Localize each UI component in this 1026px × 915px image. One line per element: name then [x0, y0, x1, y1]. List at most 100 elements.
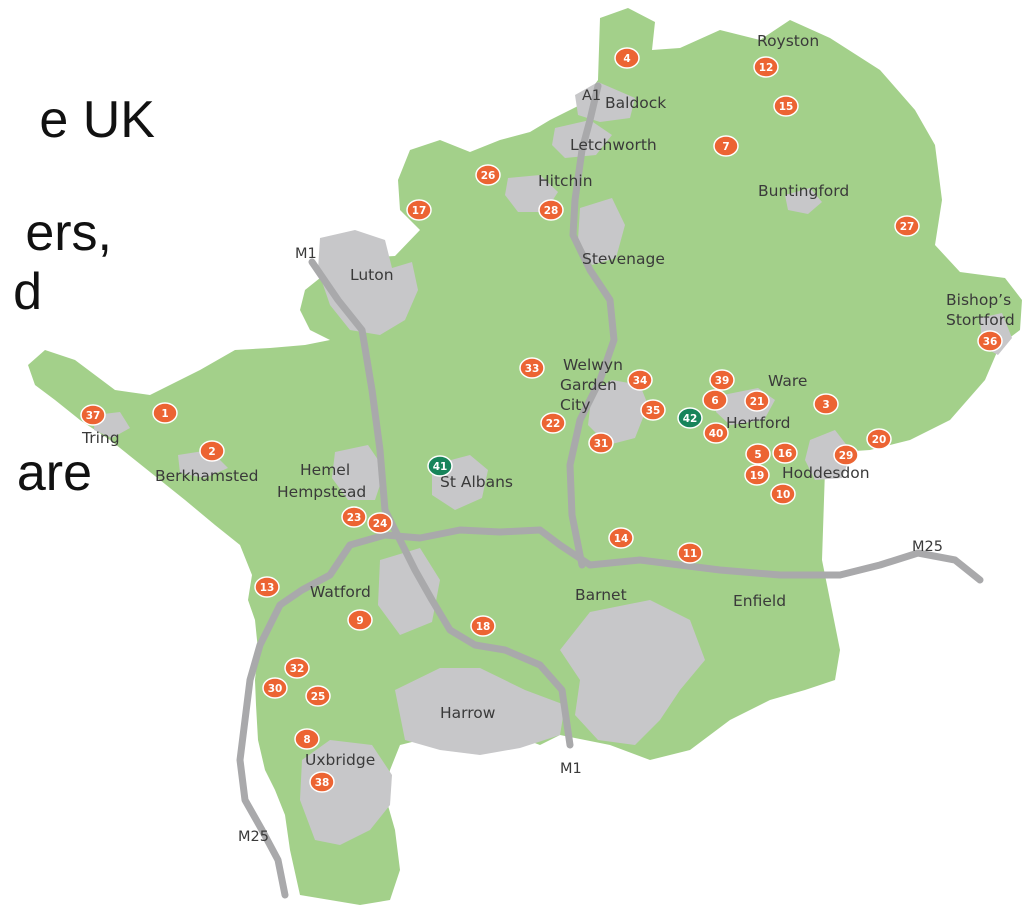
site-marker-number: 34: [633, 375, 648, 387]
road-label-m1-south: M1: [560, 761, 582, 777]
hemel-urban: [332, 445, 385, 500]
site-marker-number: 11: [683, 548, 698, 560]
site-marker-number: 20: [872, 434, 887, 446]
road-m1: [308, 258, 574, 749]
town-city: City: [560, 396, 590, 414]
road-m25: [236, 526, 984, 899]
town-enfield: Enfield: [733, 592, 786, 610]
site-marker-number: 1: [161, 408, 168, 420]
site-marker-dot: [866, 428, 892, 450]
site-marker-number: 35: [646, 405, 661, 417]
site-marker-dot: [608, 527, 634, 549]
site-marker-number: 8: [303, 734, 310, 746]
site-marker-dot: [713, 135, 739, 157]
site-marker-dot: [470, 615, 496, 637]
site-marker-dot: [614, 47, 640, 69]
site-marker-3: 3: [813, 393, 839, 415]
site-marker-number: 10: [776, 489, 791, 501]
site-marker-number: 38: [315, 777, 330, 789]
site-marker-number: 14: [614, 533, 629, 545]
town-hemel: Hemel: [300, 461, 350, 479]
site-marker-28: 28: [538, 199, 564, 221]
site-marker-18: 18: [470, 615, 496, 637]
site-marker-number: 22: [546, 418, 561, 430]
site-marker-number: 27: [900, 221, 915, 233]
site-marker-number: 19: [750, 470, 765, 482]
site-marker-13: 13: [254, 576, 280, 598]
site-marker-17: 17: [406, 199, 432, 221]
site-marker-24: 24: [367, 512, 393, 534]
site-marker-20: 20: [866, 428, 892, 450]
site-marker-number: 7: [722, 141, 729, 153]
site-marker-number: 40: [709, 428, 724, 440]
site-marker-27: 27: [894, 215, 920, 237]
site-marker-31: 31: [588, 432, 614, 454]
site-marker-number: 5: [754, 449, 761, 461]
site-marker-dot: [284, 657, 310, 679]
site-marker-5: 5: [745, 443, 771, 465]
road-label-m25-west: M25: [238, 829, 269, 845]
town-st-albans: St Albans: [440, 473, 513, 491]
slide-text-line-1: e UK: [39, 91, 155, 149]
site-marker-dot: [833, 444, 859, 466]
site-marker-36: 36: [977, 330, 1003, 352]
site-marker-dot: [347, 609, 373, 631]
town-barnet: Barnet: [575, 586, 627, 604]
town-luton: Luton: [350, 266, 394, 284]
site-marker-number: 28: [544, 205, 559, 217]
watford-urban: [378, 548, 440, 635]
site-marker-number: 16: [778, 448, 793, 460]
site-marker-number: 4: [623, 53, 630, 65]
site-marker-number: 12: [759, 62, 774, 74]
site-marker-dot: [772, 442, 798, 464]
site-marker-dot: [254, 576, 280, 598]
stevenage-urban: [578, 198, 625, 265]
town-hempstead: Hempstead: [277, 483, 366, 501]
site-marker-dot: [199, 440, 225, 462]
town-stortford: Stortford: [946, 311, 1015, 329]
site-marker-dot: [475, 164, 501, 186]
site-marker-10: 10: [770, 483, 796, 505]
hoddesdon-urban: [805, 430, 852, 480]
site-marker-number: 3: [822, 399, 829, 411]
town-welwyn: Welwyn: [563, 356, 623, 374]
site-marker-dot: [745, 443, 771, 465]
site-marker-number: 23: [347, 512, 362, 524]
town-uxbridge: Uxbridge: [305, 751, 375, 769]
town-hitchin: Hitchin: [538, 172, 593, 190]
site-marker-42: 42: [677, 407, 703, 429]
barnet-urban: [560, 600, 705, 745]
site-marker-dot: [540, 412, 566, 434]
site-marker-dot: [427, 455, 453, 477]
site-marker-32: 32: [284, 657, 310, 679]
site-marker-dot: [627, 369, 653, 391]
site-marker-dot: [773, 95, 799, 117]
uxbridge-urban: [300, 740, 392, 845]
site-marker-16: 16: [772, 442, 798, 464]
site-marker-number: 24: [373, 518, 388, 530]
site-marker-14: 14: [608, 527, 634, 549]
town-buntingford: Buntingford: [758, 182, 849, 200]
harrow-urban: [395, 668, 565, 755]
site-marker-dot: [294, 728, 320, 750]
town-harrow: Harrow: [440, 704, 496, 722]
site-marker-number: 15: [779, 101, 794, 113]
site-marker-dot: [744, 390, 770, 412]
town-stevenage: Stevenage: [582, 250, 665, 268]
site-marker-dot: [702, 389, 728, 411]
site-marker-dot: [367, 512, 393, 534]
site-marker-number: 26: [481, 170, 496, 182]
site-marker-dot: [894, 215, 920, 237]
site-marker-19: 19: [744, 464, 770, 486]
site-marker-dot: [341, 506, 367, 528]
site-marker-7: 7: [713, 135, 739, 157]
site-marker-37: 37: [80, 404, 106, 426]
site-marker-number: 2: [208, 446, 215, 458]
slide-text-line-3: d: [13, 263, 42, 321]
site-marker-number: 31: [594, 438, 609, 450]
town-berkhamsted: Berkhamsted: [155, 467, 258, 485]
site-marker-number: 32: [290, 663, 305, 675]
town-ware: Ware: [768, 372, 807, 390]
